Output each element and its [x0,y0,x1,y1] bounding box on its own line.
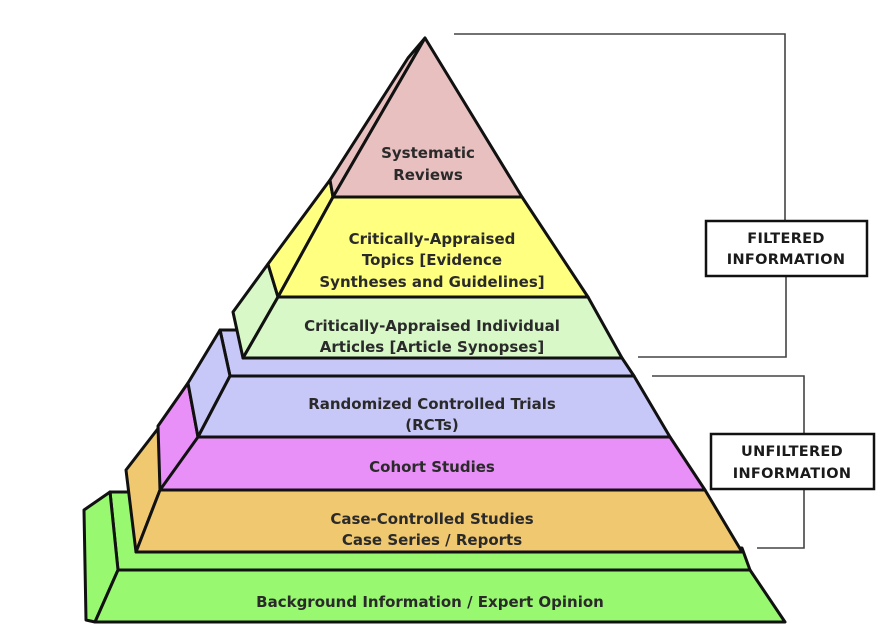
rcts-front [196,374,672,439]
background-info-front [93,568,787,624]
unfiltered-label-1: UNFILTERED [741,444,843,460]
filtered-label-2: INFORMATION [727,252,846,268]
rcts-label-2: (RCTs) [405,416,458,434]
unfiltered-label-2: INFORMATION [733,466,852,482]
unfiltered-bracket-top [652,375,805,434]
systematic-reviews-label-2: Reviews [393,166,463,184]
filtered-bracket-bottom [638,276,787,358]
level-critically-appraised-topics: Critically-Appraised Topics [Evidence Sy… [266,178,590,299]
filtered-label-1: FILTERED [747,231,824,247]
systematic-reviews-front [331,36,524,199]
filtered-bracket: FILTERED INFORMATION [454,33,869,358]
level-rcts: Randomized Controlled Trials (RCTs) [186,328,672,439]
topics-label-2: Topics [Evidence [362,251,502,269]
level-critically-appraised-articles: Critically-Appraised Individual Articles… [231,262,624,360]
case-controlled-label-1: Case-Controlled Studies [330,510,533,528]
background-info-label: Background Information / Expert Opinion [256,593,604,611]
systematic-reviews-label-1: Systematic [381,144,475,162]
articles-label-1: Critically-Appraised Individual [304,317,560,335]
filtered-information-box [704,219,869,278]
rcts-label-1: Randomized Controlled Trials [308,395,556,413]
topics-label-1: Critically-Appraised [349,230,516,248]
case-controlled-label-2: Case Series / Reports [342,531,522,549]
level-systematic-reviews: Systematic Reviews [328,36,524,199]
unfiltered-information-box [709,432,876,491]
filtered-bracket-top [454,33,786,221]
unfiltered-bracket-bottom [757,489,805,549]
topics-label-3: Syntheses and Guidelines] [319,273,544,291]
level-case-controlled: Case-Controlled Studies Case Series / Re… [124,424,744,554]
unfiltered-bracket: UNFILTERED INFORMATION [652,375,876,549]
articles-label-2: Articles [Article Synopses] [320,338,544,356]
cohort-label: Cohort Studies [369,458,495,476]
